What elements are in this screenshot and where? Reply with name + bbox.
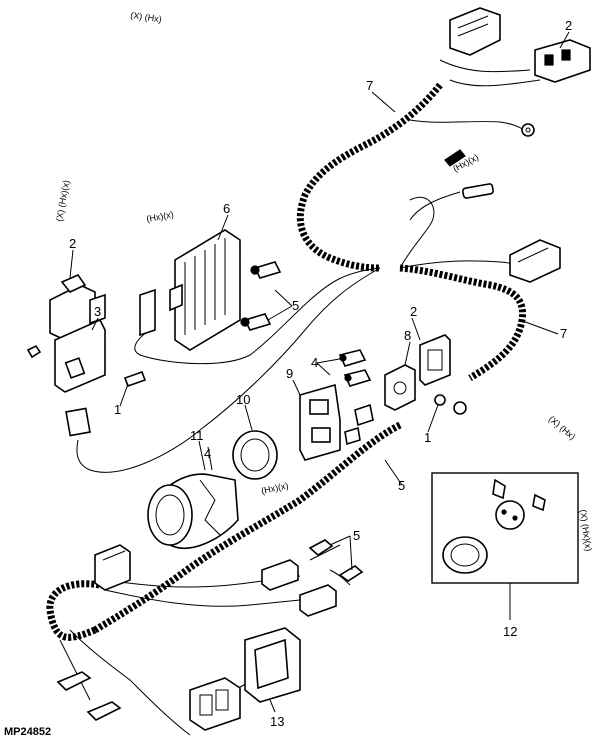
bolt-lower — [240, 313, 272, 331]
callout-7-right: 7 — [560, 326, 567, 341]
bolt-upper — [250, 261, 282, 279]
switch-plate — [299, 383, 341, 461]
screw-upper — [444, 149, 466, 167]
fuse-piece — [462, 183, 494, 199]
top-connector-plug — [534, 39, 591, 83]
washers-right — [434, 394, 467, 415]
relay-bracket — [54, 293, 106, 393]
main-harness — [46, 82, 527, 641]
ring-terminal-upper — [521, 123, 535, 137]
connector-right-upper — [509, 239, 561, 283]
note-top-left: (X) (Hx) — [130, 10, 163, 24]
lamp-socket — [147, 473, 239, 549]
callouts: 2 7 6 2 3 5 2 8 4 1 7 9 10 1 11 4 5 5 12… — [69, 18, 572, 729]
screw-left — [123, 370, 147, 388]
note-detail-vertical: (X) (Hx)(x) — [578, 509, 594, 552]
connector-lower-left-top — [94, 544, 131, 591]
switch-module-2 — [419, 334, 451, 386]
callout-4: 4 — [311, 355, 318, 370]
callout-2-left: 2 — [69, 236, 76, 251]
fuse-block — [139, 229, 241, 351]
connector-lower-left-2 — [86, 701, 122, 721]
callout-2-top: 2 — [565, 18, 572, 33]
callout-6: 6 — [223, 201, 230, 216]
callout-9: 9 — [286, 366, 293, 381]
connector-lower-mid-2 — [299, 584, 337, 617]
figure-id: MP24852 — [4, 726, 51, 738]
switch-small — [344, 403, 374, 446]
switch-screws — [338, 349, 372, 387]
callout-2-right: 2 — [410, 304, 417, 319]
callout-1-left: 1 — [114, 402, 121, 417]
callout-4-lower: 4 — [204, 446, 211, 461]
callout-5-bullets: 5 — [353, 528, 360, 543]
callout-13: 13 — [270, 714, 284, 729]
callout-5-upper: 5 — [292, 298, 299, 313]
connector-lower-mid-1 — [261, 559, 299, 591]
detail-inset-12 — [431, 472, 579, 620]
rocker-switch — [189, 627, 301, 731]
callout-11: 11 — [190, 428, 204, 443]
callout-5-lower: 5 — [398, 478, 405, 493]
bezel-ring — [232, 430, 278, 480]
note-center: (Hx)(x) — [260, 480, 289, 495]
nut-left — [26, 344, 42, 359]
connector-lower-left-1 — [56, 671, 92, 691]
switch-housing — [384, 364, 416, 411]
bullet-connector-1 — [308, 539, 334, 556]
note-upper-mid: (Hx)(x) — [146, 209, 175, 224]
callout-7-top: 7 — [366, 78, 373, 93]
note-detail-right: (X) (Hx) — [547, 414, 578, 442]
top-connector-bracket — [449, 7, 501, 56]
callout-1-right: 1 — [424, 430, 431, 445]
note-left-vertical: (X) (Hx)(x) — [54, 179, 71, 222]
leader-lines — [69, 31, 570, 713]
callout-12: 12 — [503, 624, 517, 639]
bullet-connector-2 — [338, 565, 364, 582]
callout-3: 3 — [94, 304, 101, 319]
callout-8: 8 — [404, 328, 411, 343]
callout-10: 10 — [236, 392, 250, 407]
connector-left-lower — [65, 407, 91, 437]
